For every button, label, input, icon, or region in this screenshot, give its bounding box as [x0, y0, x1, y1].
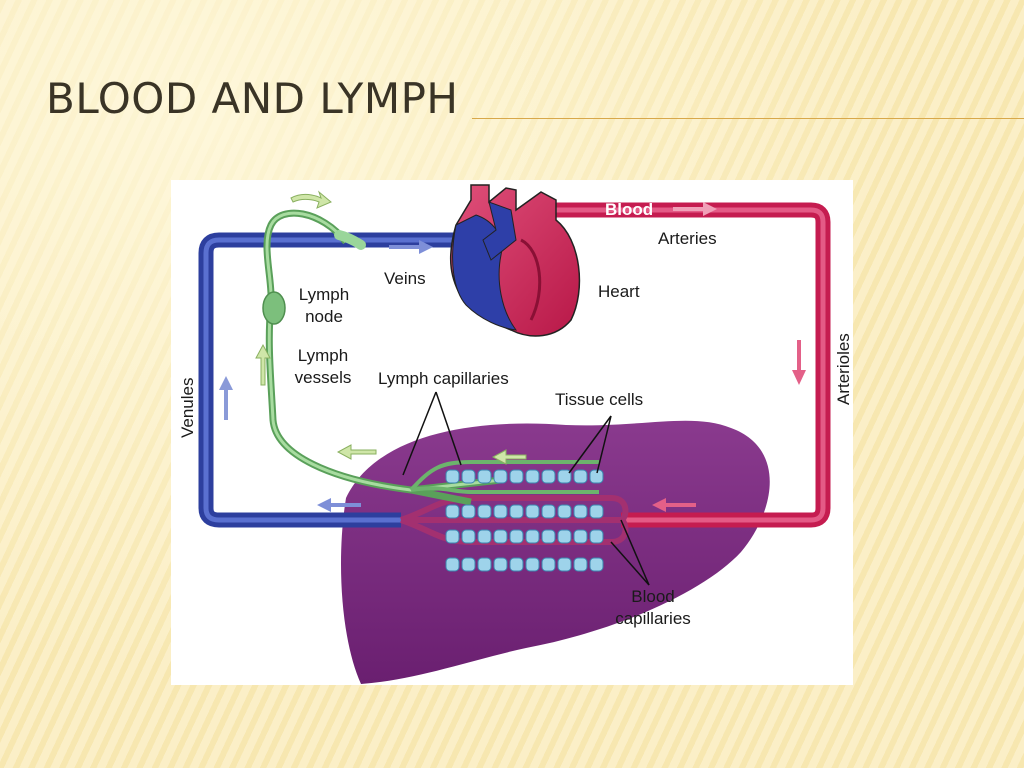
label-heart: Heart: [598, 282, 640, 301]
title-underline: [472, 118, 1024, 119]
label-lymph-capillaries: Lymph capillaries: [378, 369, 509, 388]
tissue-cells: [445, 469, 604, 572]
label-tissue-cells: Tissue cells: [555, 390, 644, 409]
lymph-capillaries: [409, 460, 599, 494]
label-blood-capillaries: Blood capillaries: [615, 587, 691, 628]
label-lymph-node: Lymph node: [298, 285, 350, 326]
label-arterioles: Arterioles: [834, 333, 853, 405]
label-arteries: Arteries: [658, 229, 717, 248]
heart-shape: [449, 184, 581, 337]
label-lymph-vessels: Lymph vessels: [294, 346, 352, 387]
label-blood: Blood: [605, 200, 654, 219]
slide-title: BLOOD AND LYMPH: [46, 74, 459, 123]
label-veins: Veins: [384, 269, 426, 288]
flow-arrows: [219, 190, 806, 512]
leader-lines: [402, 391, 650, 586]
label-venules: Venules: [178, 377, 197, 439]
lymph-node-shape: [262, 291, 286, 325]
blood-lymph-diagram: Blood Arteries Heart Veins Lymph node Ly…: [171, 180, 853, 685]
